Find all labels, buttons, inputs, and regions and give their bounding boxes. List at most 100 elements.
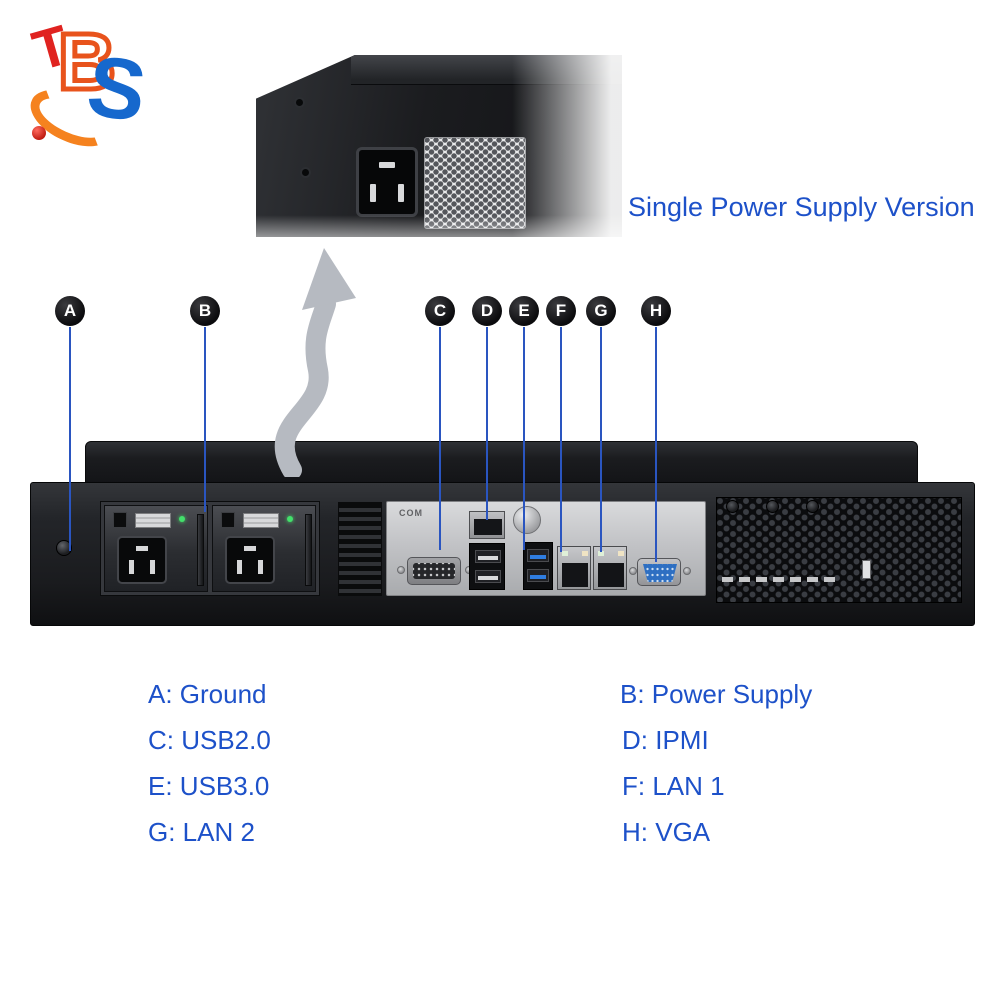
small-connector	[862, 560, 871, 579]
screw-icon	[300, 167, 311, 178]
port-screw-icon	[397, 566, 405, 574]
callout-f: F	[546, 296, 576, 326]
legend-f-lan1: F: LAN 1	[622, 771, 725, 801]
leader-line-f	[560, 327, 562, 552]
psu-handle	[305, 514, 312, 586]
vga-port	[637, 558, 681, 586]
power-inlet-c14	[356, 147, 418, 217]
ground-screw	[56, 540, 72, 556]
tbs-logo: T B S	[22, 13, 163, 158]
psu-handle	[197, 514, 204, 586]
vent-highlight	[756, 577, 767, 582]
honeycomb-vent	[716, 497, 962, 603]
screw-icon	[766, 500, 779, 513]
usb-tongue	[530, 555, 546, 559]
callout-h: H	[641, 296, 671, 326]
psu-module-1	[104, 505, 208, 592]
leader-line-a	[69, 327, 71, 551]
inlet-pin-ground	[136, 546, 148, 551]
usb-tongue	[478, 556, 498, 560]
chassis-top-edge	[351, 55, 622, 85]
vent-highlight	[807, 577, 818, 582]
screw-icon	[806, 500, 819, 513]
psu-label-sticker	[135, 513, 171, 528]
inlet-pin-left	[129, 560, 134, 574]
chassis-top-lip	[85, 441, 918, 484]
vent-highlight	[739, 577, 750, 582]
inlet-pin-left	[370, 184, 376, 202]
ipmi-port	[469, 511, 505, 539]
logo-letter-b: B	[56, 17, 119, 106]
inlet-pin-ground	[379, 162, 395, 168]
lan1-port	[557, 546, 591, 590]
callout-e: E	[509, 296, 539, 326]
lan-jack-opening	[562, 563, 588, 587]
vga-connector	[643, 564, 677, 582]
usb3-slot	[527, 549, 549, 562]
serial-com-port	[407, 557, 461, 585]
lan-led	[618, 551, 624, 556]
leader-line-b	[204, 327, 206, 512]
psu-label-sticker	[243, 513, 279, 528]
usb3-slot	[527, 569, 549, 582]
io-panel: COM	[386, 501, 706, 596]
psu-switch	[221, 512, 235, 528]
honeycomb-vent	[424, 137, 526, 229]
usb-tongue	[530, 575, 546, 579]
legend-b-power: B: Power Supply	[620, 679, 813, 709]
power-inlet-c14	[117, 536, 167, 584]
psu-status-led	[287, 516, 293, 522]
vent-slots	[338, 502, 382, 596]
arrow-shaft	[274, 294, 336, 477]
psu-status-led	[179, 516, 185, 522]
port-screw-icon	[629, 567, 637, 575]
callout-g: G	[586, 296, 616, 326]
callout-d: D	[472, 296, 502, 326]
callout-b: B	[190, 296, 220, 326]
legend-h-vga: H: VGA	[622, 817, 711, 847]
power-inlet-c14	[225, 536, 275, 584]
legend-g-lan2: G: LAN 2	[148, 817, 255, 847]
inlet-pin-right	[258, 560, 263, 574]
round-button	[513, 506, 541, 534]
port-screw-icon	[683, 567, 691, 575]
arrow-head	[302, 248, 356, 310]
leader-line-d	[486, 327, 488, 520]
lan2-port	[593, 546, 627, 590]
lan-led	[598, 551, 604, 556]
lan-led	[562, 551, 568, 556]
usb2-slot	[475, 550, 501, 563]
inlet-pin-right	[150, 560, 155, 574]
serial-pins	[413, 563, 455, 579]
lan-led	[582, 551, 588, 556]
inlet-pin-left	[237, 560, 242, 574]
leader-line-g	[600, 327, 602, 552]
vent-highlight	[773, 577, 784, 582]
inset-caption: Single Power Supply Version	[628, 192, 975, 222]
leader-line-c	[439, 327, 441, 550]
psu-module-2	[212, 505, 316, 592]
vent-highlight	[722, 577, 733, 582]
com-port-label: COM	[399, 508, 423, 518]
lan-jack-opening	[598, 563, 624, 587]
vent-highlight	[790, 577, 801, 582]
usb2-slot	[475, 570, 501, 583]
usb3-ports	[523, 542, 553, 590]
legend-e-usb3: E: USB3.0	[148, 771, 270, 801]
zoom-arrow	[274, 248, 356, 477]
usb-tongue	[478, 576, 498, 580]
legend-a-ground: A: Ground	[148, 679, 267, 709]
power-supply-closeup	[256, 55, 622, 237]
vent-highlight	[824, 577, 835, 582]
leader-line-e	[523, 327, 525, 550]
ipmi-jack-opening	[474, 519, 502, 535]
usb2-ports	[469, 543, 505, 590]
screw-icon	[294, 97, 305, 108]
psu-switch	[113, 512, 127, 528]
legend-c-usb2: C: USB2.0	[148, 725, 271, 755]
legend-d-ipmi: D: IPMI	[622, 725, 709, 755]
leader-line-h	[655, 327, 657, 562]
logo-dot	[32, 126, 46, 140]
inlet-pin-right	[398, 184, 404, 202]
